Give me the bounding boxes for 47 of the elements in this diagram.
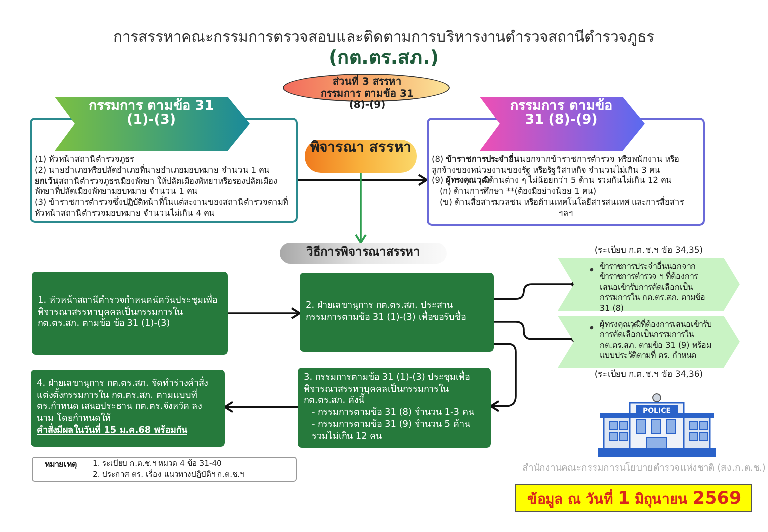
arrow — [228, 308, 301, 320]
note-box — [32, 457, 297, 482]
reference-note: (ระเบียบ ก.ต.ช.ฯ ข้อ 34,36) — [594, 370, 704, 380]
box-text: 2. ฝ่ายเลขานุการ กต.ตร.สภ. ประสานกรรมการตามข้อ 31 (1)-(3) เพื่อขอรับชื่อ — [306, 301, 467, 324]
method-pill — [280, 243, 447, 264]
arrow — [298, 174, 428, 186]
connector-line — [494, 321, 577, 342]
criteria-panel — [427, 97, 705, 226]
arrow — [224, 401, 298, 414]
date-text: ข้อมูล ณ วันที่ 1 มิถุนายน 2569 — [526, 489, 743, 510]
emphasis-text: คำสั่งมีผลในวันที่ 15 ม.ค.68 พร้อมกัน — [37, 426, 219, 438]
footer-text: สำนักงานคณะกรรมการนโยบายตำรวจแห่งชาติ (สง.ก.ต.ช.) — [521, 463, 766, 474]
list-item: (ก) ด้านการศึกษา **(ต้องมีอย่างน้อย 1 คน) — [440, 186, 598, 196]
list-item: (2) นายอำเภอหรือปลัดอำเภอที่นายอำเภอมอบหมาย จำนวน 1 คน ยกเว้นสถานีตำรวจภูธรเมืองพัทยา ให้ปลัดเมืองพัทยาหรือรองปลัดเมืองพัทยาที่ปลัดเมืองพัทยามอบหมาย จำนวน 1 คน — [35, 165, 279, 196]
date-stamp — [515, 484, 752, 512]
pill-label: วิธีการพิจารณาสรรหา — [306, 245, 422, 260]
note-heading: หมายเหตุ — [45, 460, 78, 470]
banner-text: ข้าราชการประจำอื่นนอกจากข้าราชการตำรวจ ฯ ที่ต้องการเสนอเข้ารับการคัดเลือกเป็นกรรมการใน กต.ตร.สภ. ตามข้อ 31 (8) — [600, 262, 707, 314]
chevron-banner — [558, 258, 740, 311]
reference-note: (ระเบียบ ก.ต.ช.ฯ ข้อ 34,35) — [594, 246, 704, 256]
chevron-banner — [558, 316, 740, 368]
banner-heading: กรรมการ ตามข้อ 31 (1)-(3) — [88, 99, 216, 128]
arrow — [355, 173, 367, 244]
section-heading: ส่วนที่ 3 สรรหากรรมการ ตามข้อ 31 (8)-(9) — [314, 77, 421, 112]
list-item: - กรรมการตามข้อ 31 (8) จำนวน 1-3 คน — [312, 408, 476, 420]
arrow — [490, 343, 517, 412]
list-item: (8) ข้าราชการประจำอื่นนอกจากข้าราชการตำรวจ หรือพนักงาน หรือลูกจ้างของหน่วยงานของรัฐ หรือรัฐวิสาหกิจ จำนวนไม่เกิน 3 คน — [432, 154, 680, 176]
connector-line — [494, 282, 577, 300]
box-text: 3. กรรมการตามข้อ 31 (1)-(3) ประชุมเพื่อพิจารณาสรรหาบุคคลเป็นกรรมการใน กต.ตร.สภ. ดังนี้ — [304, 373, 485, 408]
process-box — [31, 370, 225, 447]
list-item: ฯลฯ — [558, 208, 574, 219]
list-item: (1) หัวหน้าสถานีตำรวจภูธร — [35, 154, 136, 164]
box-text: 1. หัวหน้าสถานีตำรวจกำหนดนัดวันประชุมเพื่อพิจารณาสรรหาบุคคลเป็นกรรมการใน กต.ตร.สภ. ตามข้อ ข้อ 31 (1)-(3) — [38, 296, 222, 332]
banner-text: ผู้ทรงคุณวุฒิที่ต้องการเสนอเข้ารับการคัดเลือกเป็นกรรมการใน กต.ตร.สภ. ตามข้อ 31 (9) พร้อมแบบประวัติตามที่ ตร. กำหนด — [600, 320, 712, 362]
step-pill — [305, 140, 417, 173]
list-item: - กรรมการตามข้อ 31 (9) จำนวน 5 ด้าน รวมไม่เกิน 12 คน — [312, 420, 472, 444]
list-item: (3) ข้าราชการตำรวจซึ่งปฏิบัติหน้าที่ในแต่ละงานของสถานีตำรวจตามที่หัวหน้าสถานีตำรวจมอบหมาย จำนวนไม่เกิน 4 คน — [35, 197, 290, 218]
banner-heading: กรรมการ ตามข้อ 31 (8)-(9) — [510, 99, 614, 128]
pill-label: พิจารณา สรรหา — [310, 141, 412, 156]
subtitle: (กต.ตร.สภ.) — [328, 47, 440, 70]
list-item: (ข) ด้านสื่อสารมวลชน หรือด้านเทคโนโลยีสารสนเทศ และการสื่อสาร — [440, 197, 686, 208]
list-item: (9) ผู้ทรงคุณวุฒิด้านต่าง ๆ ไม่น้อยกว่า 5 ด้าน รวมกันไม่เกิน 12 คน — [432, 175, 674, 186]
process-box — [300, 273, 494, 352]
process-box — [32, 272, 228, 355]
criteria-panel — [30, 97, 298, 223]
process-box — [298, 368, 491, 448]
title: การสรรหาคณะกรรมการตรวจสอบและติดตามการบริหารงานตำรวจสถานีตำรวจภูธร — [112, 28, 656, 46]
